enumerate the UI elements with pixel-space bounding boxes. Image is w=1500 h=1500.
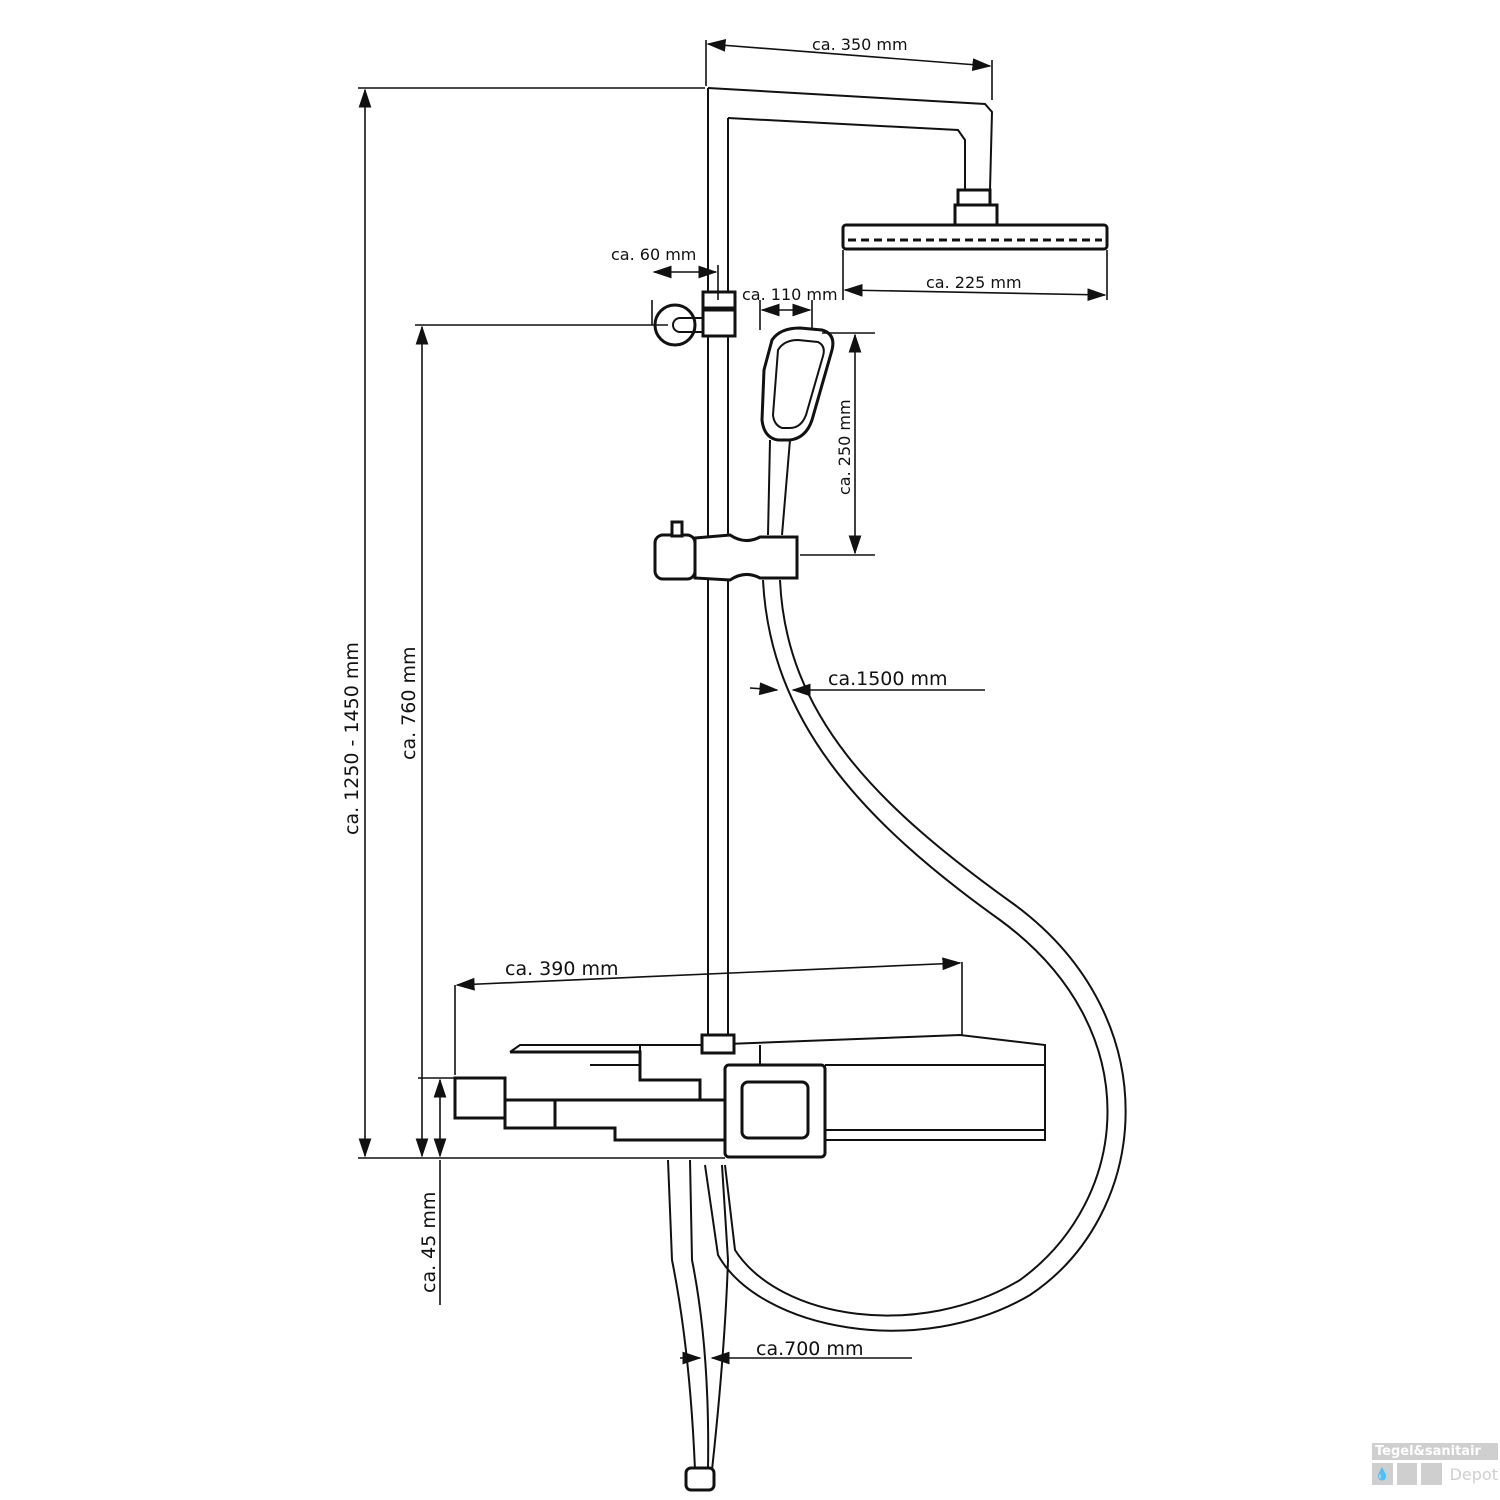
- watermark-logo: Tegel&sanitair 💧 Depot: [1372, 1443, 1498, 1485]
- head-shower: [841, 223, 1109, 251]
- wall-distance-label: ca. 60 mm: [611, 245, 696, 264]
- bracket-height-label: ca. 760 mm: [398, 647, 420, 761]
- lower-hose-length-label: ca.700 mm: [756, 1338, 863, 1360]
- hand-shower: [760, 326, 835, 536]
- watermark-brand: Tegel&sanitair: [1372, 1443, 1498, 1460]
- slider-holder: [653, 520, 799, 582]
- watermark-depot: Depot: [1449, 1464, 1498, 1484]
- shelf-width-label: ca. 390 mm: [505, 958, 619, 980]
- hand-shower-width-label: ca. 110 mm: [742, 285, 838, 304]
- head-shower-width-label: ca. 225 mm: [926, 273, 1022, 292]
- thermostat-shelf: [453, 1033, 1046, 1159]
- hose-length-label: ca.1500 mm: [828, 668, 948, 690]
- shelf-height-label: ca. 45 mm: [418, 1192, 440, 1293]
- dimension-lines: [358, 38, 1108, 1365]
- total-height-label: ca. 1250 - 1450 mm: [341, 642, 363, 835]
- hand-shower-length-label: ca. 250 mm: [835, 399, 854, 495]
- shower-hose: [667, 579, 1127, 1492]
- tile-icon: [1421, 1463, 1442, 1485]
- tile-icon: [1396, 1463, 1418, 1485]
- arm-length-label: ca. 350 mm: [812, 35, 908, 54]
- wall-bracket: [653, 290, 737, 347]
- water-drop-icon: 💧: [1372, 1463, 1393, 1485]
